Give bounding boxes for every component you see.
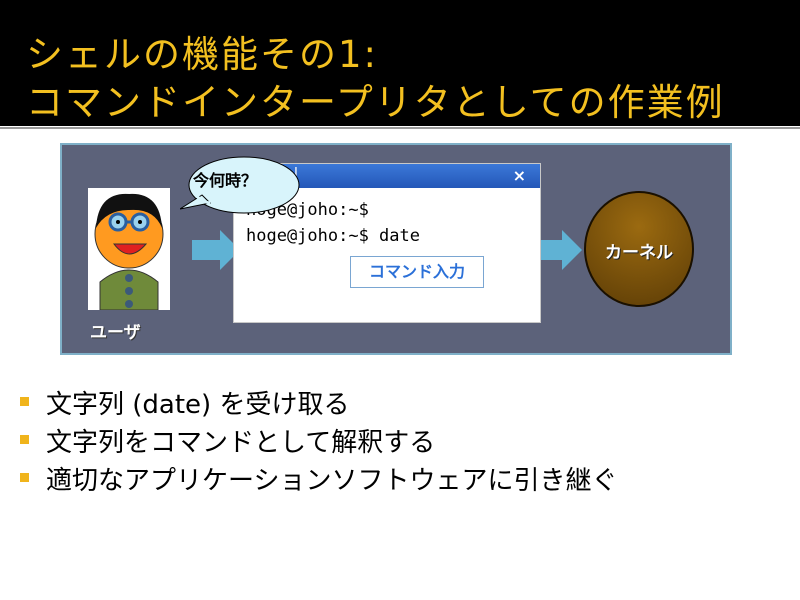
terminal-command-line: hoge@joho:~$ date (246, 226, 420, 246)
slide-title-line-1: シェルの機能その1: (26, 33, 379, 76)
bullet-item: 適切なアプリケーションソフトウェアに引き継ぐ (20, 460, 617, 498)
slide-title-line-2: コマンドインタープリタとしての作業例 (26, 81, 725, 124)
bullet-list: 文字列 (date) を受け取る 文字列をコマンドとして解釈する 適切なアプリケ… (20, 384, 617, 498)
bullet-marker-icon (20, 435, 29, 444)
bullet-text: 文字列をコマンドとして解釈する (46, 428, 436, 458)
arrow-right-icon (192, 230, 240, 270)
bullet-text: 文字列 (date) を受け取る (46, 390, 350, 420)
bullet-marker-icon (20, 397, 29, 406)
kernel-label: カーネル (605, 243, 673, 263)
bullet-item: 文字列をコマンドとして解釈する (20, 422, 617, 460)
bullet-item: 文字列 (date) を受け取る (20, 384, 617, 422)
speech-bubble-text: 今何時？ (193, 171, 258, 190)
user-figure-card (88, 188, 170, 311)
close-icon[interactable]: × (512, 166, 526, 185)
bullet-marker-icon (20, 473, 29, 482)
user-figure-icon (88, 188, 170, 311)
title-bar: シェルの機能その1: コマンドインタープリタとしての作業例 (0, 0, 800, 126)
kernel-circle (584, 191, 694, 307)
title-divider (0, 127, 800, 129)
user-label: ユーザ (90, 323, 141, 343)
arrow-right-icon (534, 230, 582, 270)
command-input-label: コマンド入力 (350, 256, 484, 288)
bullet-text: 適切なアプリケーションソフトウェアに引き継ぐ (46, 466, 618, 496)
terminal-title: l (294, 166, 298, 182)
speech-bubble-icon (180, 156, 300, 214)
